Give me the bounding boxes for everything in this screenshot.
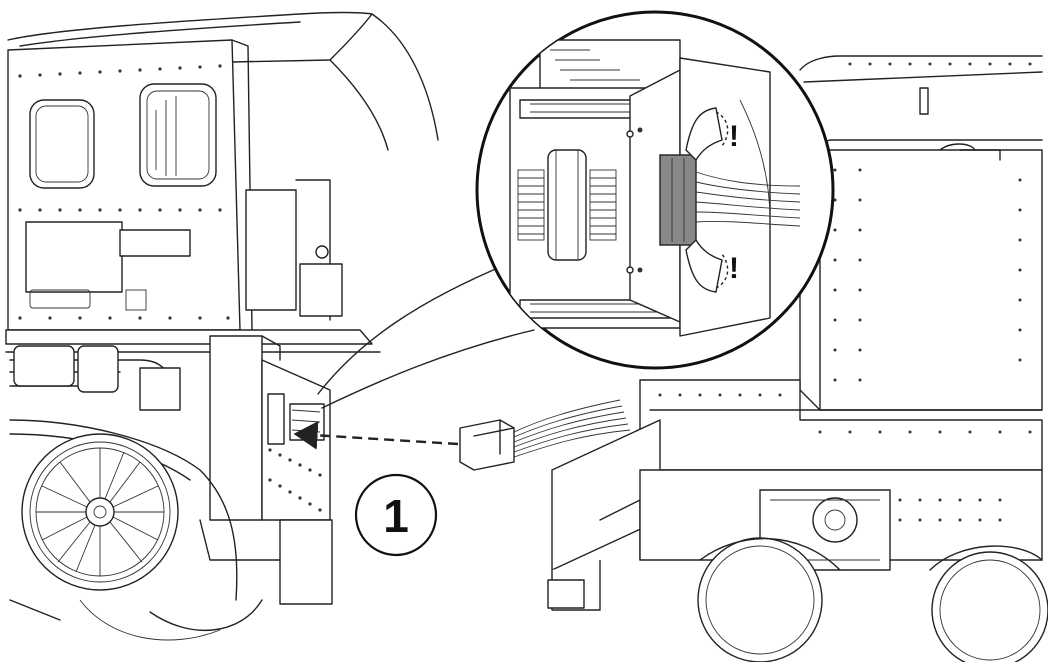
locomotive-cab bbox=[5, 11, 439, 641]
arrow-icon bbox=[293, 420, 459, 450]
magnified-detail: ! ! bbox=[475, 10, 835, 370]
locomotive-driving-wheel bbox=[21, 433, 179, 591]
warning-mark-bottom: ! bbox=[729, 252, 739, 285]
step-badge: 1 bbox=[354, 473, 438, 557]
warning-mark-top: ! bbox=[729, 120, 739, 153]
wiring-connector bbox=[459, 399, 631, 471]
warning-icon: ! ! bbox=[729, 120, 739, 285]
tender bbox=[547, 55, 1048, 662]
step-number: 1 bbox=[383, 490, 409, 542]
